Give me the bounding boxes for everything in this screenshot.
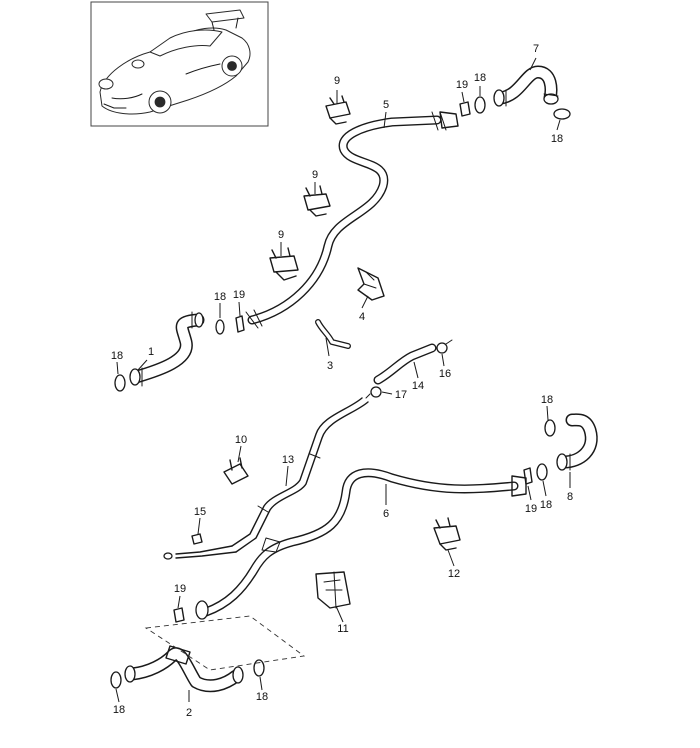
bracket-11 [315,571,351,609]
callout-label: 9 [278,229,284,241]
clip-19 [523,467,533,485]
callout-label: 12 [448,568,460,580]
clip-19 [459,101,471,117]
callout-label: 5 [383,99,389,111]
callout-label: 2 [186,707,192,719]
o-ring-18 [544,419,556,437]
callout-label: 18 [474,72,486,84]
clip-12 [433,517,461,551]
hose-5 [245,111,459,329]
assembly-outline [144,615,306,671]
clip-19 [173,607,185,623]
clips-19 [173,101,533,623]
callout-label: 18 [111,350,123,362]
callout-label: 9 [334,75,340,87]
pipe-3 [315,319,351,349]
o-ring-18 [536,463,548,481]
hose-6 [195,468,527,620]
callout-label: 18 [541,394,553,406]
callout-label: 18 [214,291,226,303]
line-13 [231,397,369,553]
hose-14 [373,343,437,385]
clamp-17 [365,386,382,399]
callout-labels: 1 2 3 4 5 6 7 8 9 9 9 10 11 12 13 14 15 … [111,43,573,719]
car-illustration [98,9,251,115]
callout-label: 10 [235,434,247,446]
hose-8 [556,413,598,471]
clip-9-middle [303,185,331,217]
o-ring-18 [474,96,486,114]
clip-19 [235,315,245,333]
callout-label: 7 [533,43,539,55]
callout-label: 3 [327,360,333,372]
o-ring-18 [253,659,265,677]
callout-label: 17 [395,389,407,401]
o-ring-18 [110,671,122,689]
callout-label: 18 [551,133,563,145]
callout-label: 19 [456,79,468,91]
clamp-16 [436,339,453,354]
callout-label: 11 [337,623,348,635]
callout-label: 13 [282,454,294,466]
hose-1 [129,311,205,387]
clip-9-lower [269,247,299,281]
hose-2 [124,645,244,693]
bracket-10 [223,457,249,485]
callout-label: 19 [233,289,245,301]
o-ring-18 [553,108,571,120]
callout-label: 1 [148,346,154,358]
clip-9-upper [325,95,351,125]
seal-rings [110,96,571,689]
vehicle-thumbnail [90,1,269,127]
o-ring-18 [215,319,225,335]
hose-7 [493,65,559,107]
callout-label: 18 [540,499,552,511]
callout-label: 6 [383,508,389,520]
callout-label: 18 [113,704,125,716]
callout-label: 16 [439,368,451,380]
callout-label: 14 [412,380,424,392]
callout-label: 18 [256,691,268,703]
callout-label: 9 [312,169,318,181]
callout-label: 19 [525,503,537,515]
callout-label: 15 [194,506,206,518]
bracket-4 [357,267,385,301]
callout-label: 8 [567,491,573,503]
o-ring-18 [114,374,126,392]
leader-lines [115,57,571,703]
callout-label: 4 [359,311,365,323]
callout-label: 19 [174,583,186,595]
pipe-15 [163,533,237,560]
